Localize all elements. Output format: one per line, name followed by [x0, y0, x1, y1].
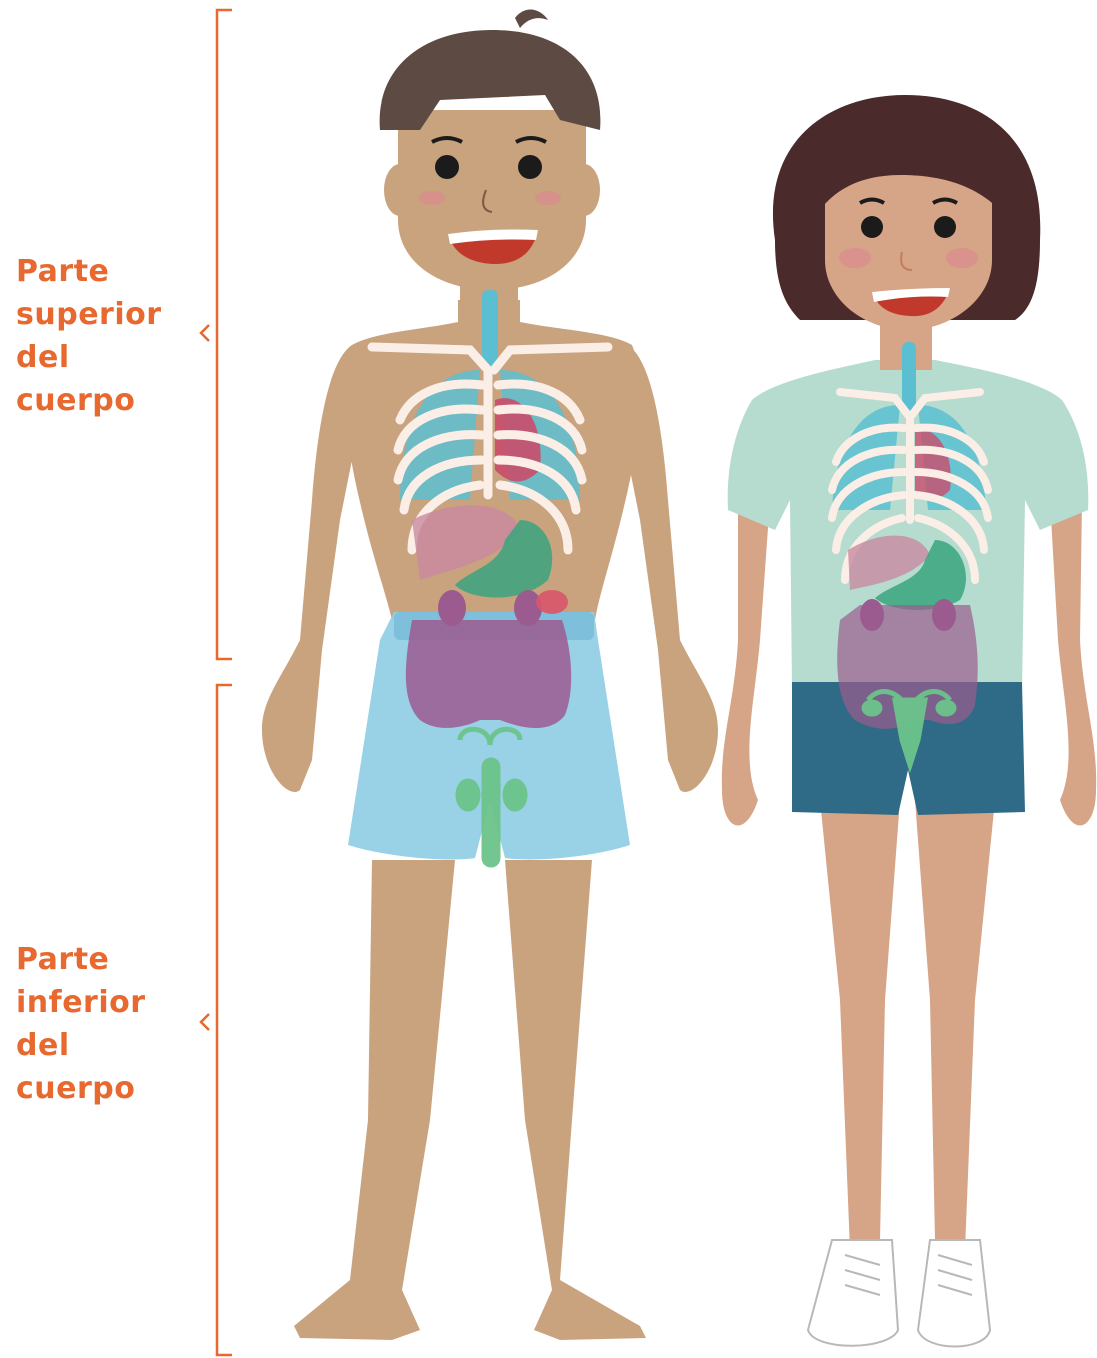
- girl-figure-icon: [722, 95, 1096, 1347]
- bracket-upper-icon: [201, 10, 232, 659]
- girl-right-arm: [1050, 500, 1096, 825]
- girl-left-leg: [820, 800, 900, 1250]
- girl-left-shoe: [808, 1240, 898, 1346]
- boy-right-leg: [505, 860, 646, 1340]
- boy-left-leg: [294, 860, 455, 1340]
- boy-left-arm: [262, 345, 360, 792]
- girl-left-arm: [722, 500, 770, 825]
- girl-right-leg: [915, 800, 995, 1250]
- bracket-lower-icon: [201, 685, 232, 1355]
- boy-figure-icon: [262, 10, 718, 1340]
- girl-right-shoe: [918, 1240, 990, 1347]
